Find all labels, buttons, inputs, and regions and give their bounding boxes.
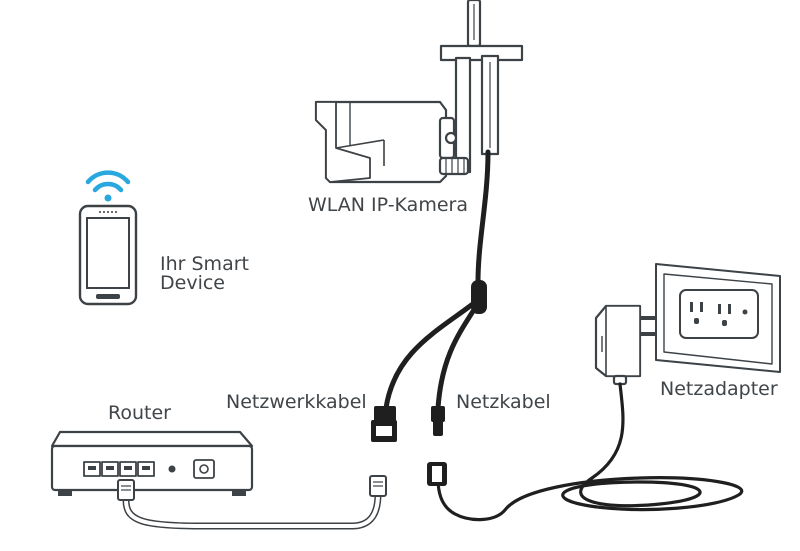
ip-camera-icon [314, 0, 524, 184]
power-adapter-icon [594, 304, 656, 386]
dc-plug-icon [427, 462, 447, 486]
wifi-icon [85, 170, 131, 202]
router-icon [50, 430, 254, 496]
network-connector-icon [371, 406, 397, 442]
smartphone-icon [78, 204, 138, 306]
power-cable-label: Netzkabel [456, 391, 551, 413]
camera-label: WLAN IP-Kamera [308, 194, 468, 216]
router-label: Router [108, 402, 171, 424]
smart-device-label-line1: Ihr Smart [160, 253, 249, 275]
smart-device-label-line2: Device [160, 272, 225, 294]
ethernet-cable [117, 475, 387, 530]
adapter-cord [436, 382, 744, 522]
dc-connector-icon [431, 406, 445, 436]
smart-device-label: Ihr Smart Device [160, 255, 249, 293]
power-adapter-label: Netzadapter [660, 378, 778, 400]
camera-cable [383, 149, 491, 411]
wall-outlet-icon [655, 263, 781, 373]
cable-splitter [471, 280, 487, 314]
network-cable-label: Netzwerkkabel [226, 391, 367, 413]
